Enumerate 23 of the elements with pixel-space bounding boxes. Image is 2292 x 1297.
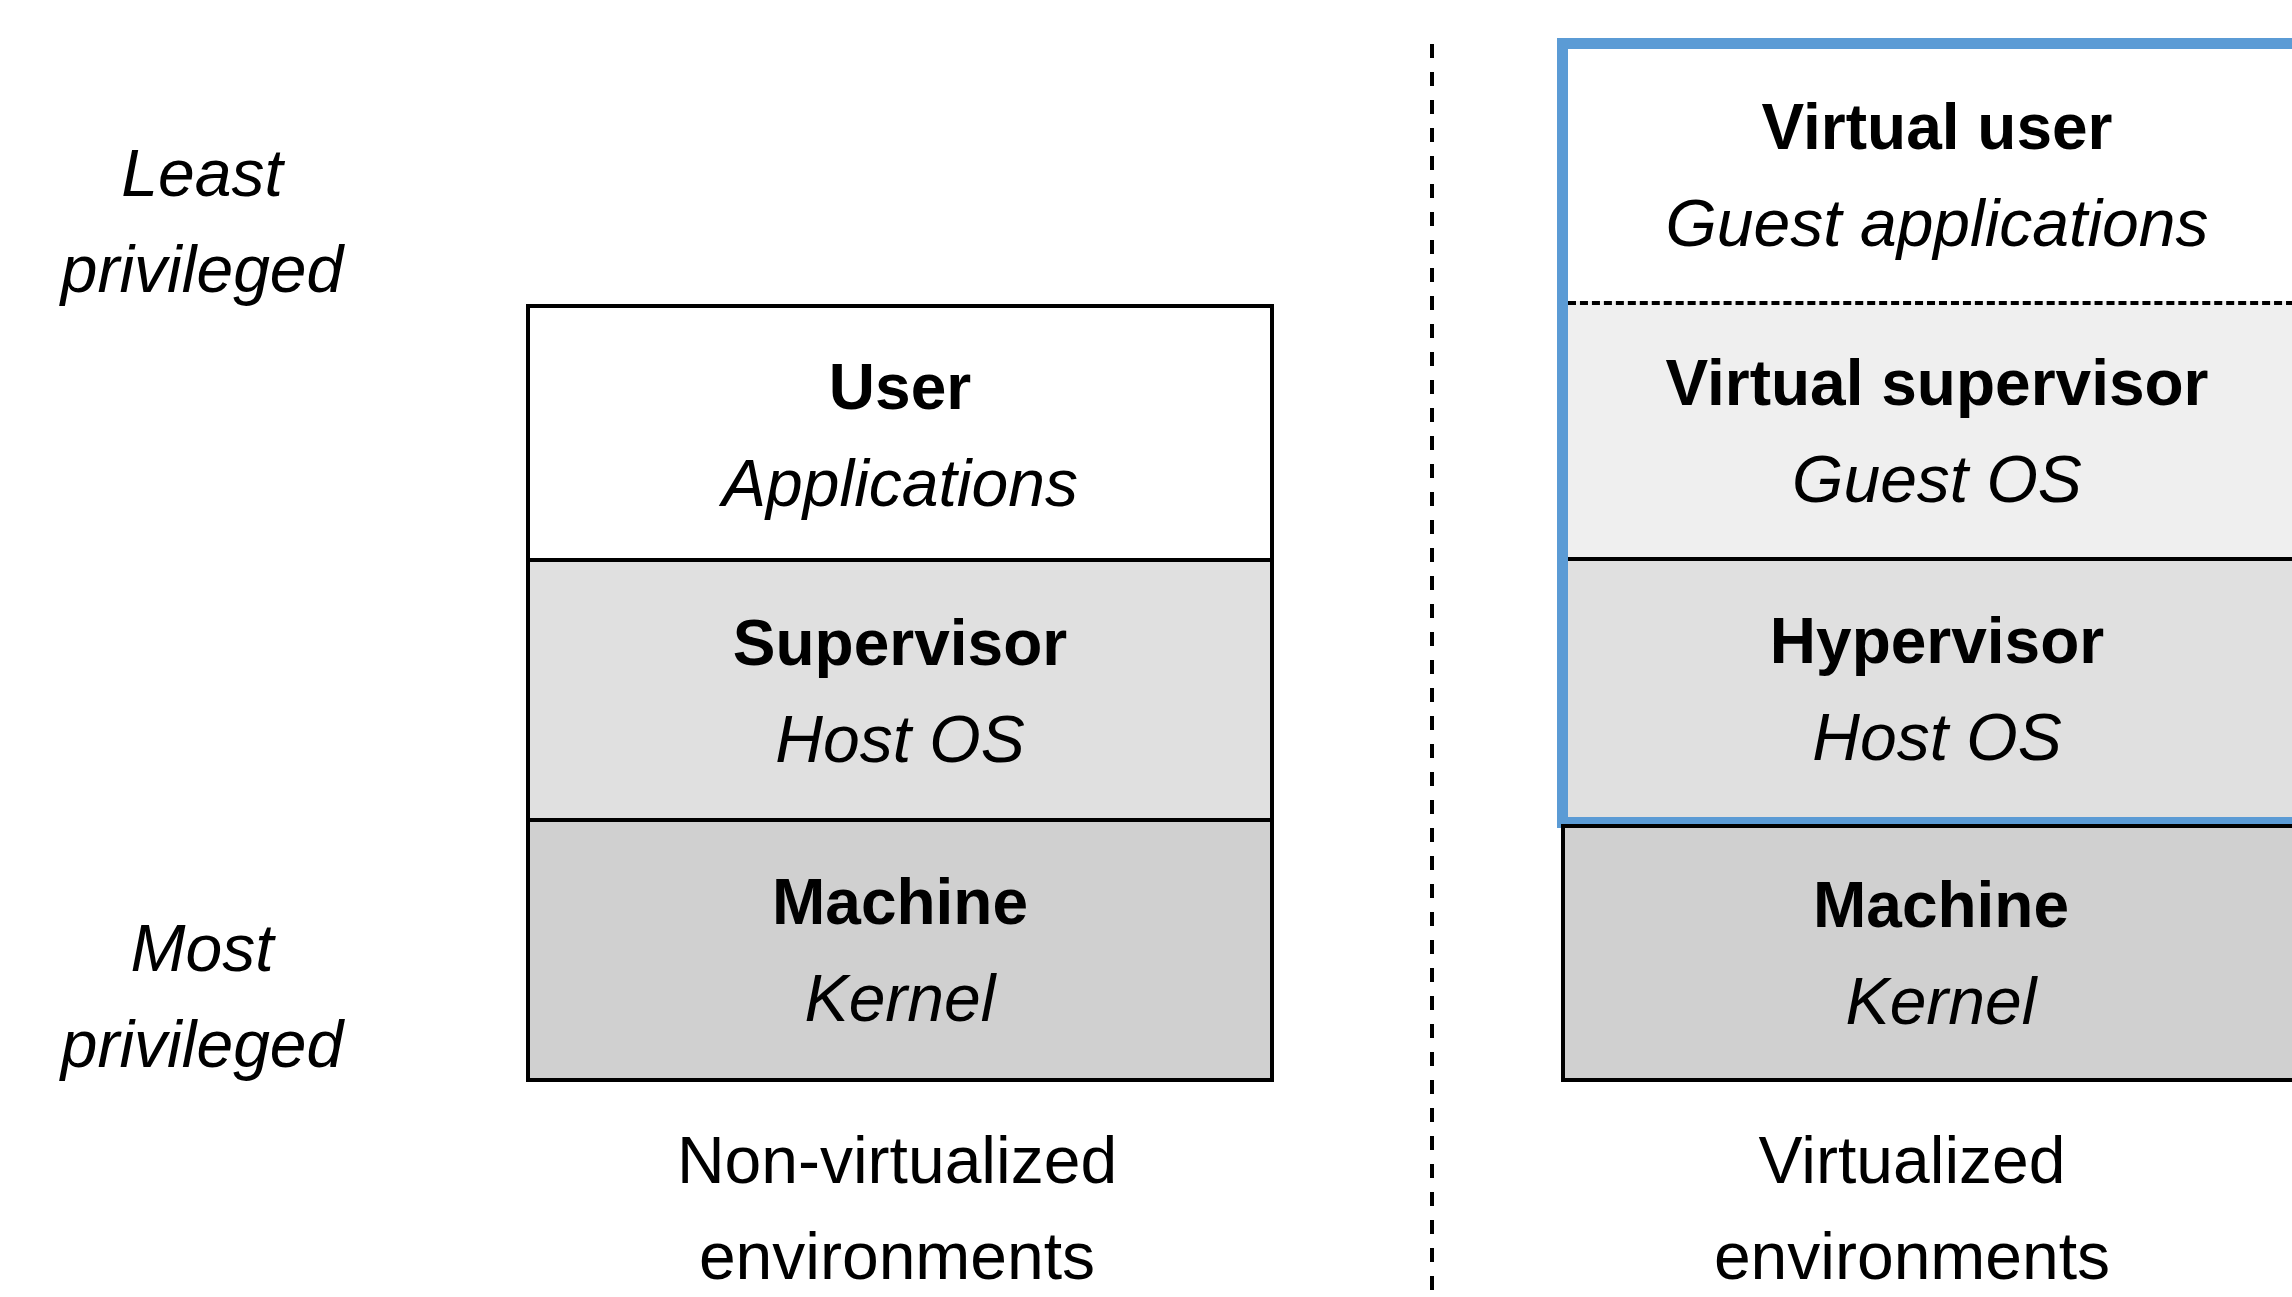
layer-title: Virtual supervisor	[1665, 346, 2209, 421]
layer-title: Supervisor	[732, 606, 1068, 681]
layer-subtitle: Guest applications	[1665, 185, 2209, 262]
layer-box	[526, 818, 1274, 1082]
layer-box	[1561, 824, 2292, 1082]
column-caption: Non-virtualized environments	[675, 1122, 1119, 1295]
layer-title: Machine	[771, 865, 1029, 940]
layer-subtitle: Kernel	[1845, 963, 2037, 1040]
layer-title: Virtual user	[1761, 90, 2113, 165]
layer-box	[1568, 557, 2292, 817]
layer-box	[526, 558, 1274, 820]
highlight-frame	[1557, 38, 2292, 828]
column-caption: Virtualized environments	[1712, 1122, 2112, 1295]
layer-subtitle: Guest OS	[1792, 441, 2082, 518]
layer-title: Hypervisor	[1769, 604, 2105, 679]
privilege-label: Least privileged	[58, 135, 346, 308]
layer-subtitle: Host OS	[1812, 699, 2062, 776]
layer-subtitle: Host OS	[775, 701, 1025, 778]
layer-subtitle: Kernel	[804, 960, 996, 1037]
layer-title: Machine	[1812, 868, 2070, 943]
layer-title: User	[828, 350, 972, 425]
layer-box	[1568, 301, 2292, 557]
privilege-label: Most privileged	[58, 910, 346, 1083]
